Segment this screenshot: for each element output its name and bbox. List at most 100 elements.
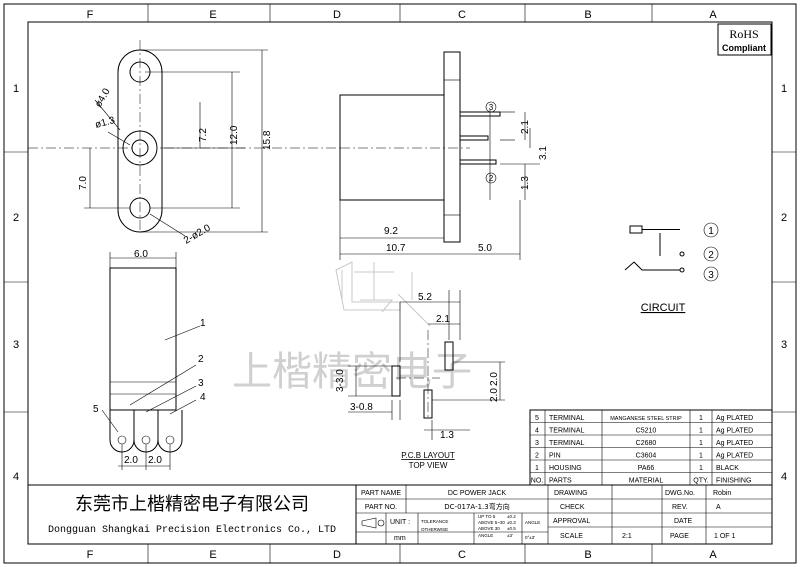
part-no-label: PART NO. [365, 504, 397, 511]
dim-pitch2: 12.0 [229, 125, 240, 145]
bom-cell: 1 [535, 465, 539, 472]
watermark-text: 上楷精密电子 [232, 349, 472, 395]
bom-cell: 1 [699, 415, 703, 422]
col-label: F [87, 9, 94, 21]
pcb-slot-1 [444, 341, 454, 371]
bom-cell: 1 [699, 465, 703, 472]
pcb-dim-3-0-8: 3-0.8 [350, 402, 373, 413]
date-label: DATE [674, 518, 692, 525]
flange [443, 51, 461, 243]
col-label: C [458, 9, 466, 21]
tol-line-1: UP TO 5 [478, 514, 496, 519]
rev: A [716, 504, 721, 511]
front-view: ø4.0 ø1.3 7.2 12.0 15.8 7.0 2-ø2.0 [28, 40, 340, 247]
bottom-view: 6.0 2.0 2.0 1 2 3 4 5 [93, 249, 206, 470]
bom-cell: Ag PLATED [716, 415, 753, 422]
bom-cell: Ag PLATED [716, 453, 753, 460]
dim-pitch-a: 2.0 [124, 455, 138, 466]
callout-2: 2 [489, 174, 494, 183]
bom-cell: 5 [535, 415, 539, 422]
tol-val-2: ±0.3 [507, 520, 516, 525]
dim-9-2: 9.2 [384, 226, 398, 237]
approval-label: APPROVAL [553, 518, 590, 525]
title-block-text: 东莞市上楷精密电子有限公司 Dongguan Shangkai Precisio… [48, 490, 736, 542]
part-no: DC-017A-1.3弯方向 [444, 502, 509, 511]
circuit-label: CIRCUIT [641, 302, 686, 314]
pcb-title: P.C.B LAYOUT [401, 451, 455, 460]
tol-line-2: ABOVE 5~30 [478, 520, 505, 525]
terminal-3 [459, 111, 501, 117]
tol-val-4: ±3' [507, 533, 513, 538]
column-labels: F E D C B A F E D C B A [87, 9, 718, 561]
bom-cell: PARTS [549, 478, 572, 485]
dim-pin-dia: ø1.3 [94, 115, 117, 131]
angle-label: ANGLE [525, 520, 540, 525]
dim-lower: 7.0 [78, 176, 89, 190]
row-label: 2 [781, 212, 787, 224]
bom-cell: NO. [531, 478, 544, 485]
callout-3: 3 [489, 103, 494, 112]
bom-cell: Ag PLATED [716, 428, 753, 435]
dim-3-1: 3.1 [538, 146, 549, 160]
bom-cell: C2680 [636, 440, 657, 447]
col-label: B [584, 549, 591, 561]
dim-hole-dia: ø4.0 [93, 86, 113, 109]
bom-cell: PA66 [638, 465, 655, 472]
row-label: 2 [13, 212, 19, 224]
bom-cell: 4 [535, 428, 539, 435]
bom-cell: QTY. [693, 478, 708, 485]
bom-cell: TERMINAL [549, 440, 585, 447]
circuit-diagram: 1 2 3 CIRCUIT [624, 222, 719, 314]
bom-cell: 1 [699, 428, 703, 435]
callout-4: 4 [200, 392, 206, 403]
callout-2-circle [485, 172, 497, 184]
pcb-dim-1-3: 1.3 [440, 430, 454, 441]
drawing-label: DRAWING [554, 490, 588, 497]
pcb-dim-2-0-b: 2.0 [489, 388, 500, 402]
rev-label: REV. [672, 504, 688, 511]
bom-cell: C5210 [636, 428, 657, 435]
part-name: DC POWER JACK [448, 490, 507, 497]
rohs-badge: RoHS Compliant [717, 23, 772, 56]
callout-1: 1 [200, 318, 206, 329]
unit-label: UNIT : [390, 519, 410, 526]
dim-height: 15.8 [262, 130, 273, 150]
bom-cell: 1 [699, 453, 703, 460]
bom-cell: BLACK [716, 465, 739, 472]
bom-cell: TERMINAL [549, 415, 585, 422]
terminal-2 [459, 159, 497, 165]
row-label: 4 [781, 471, 787, 483]
otherwise-label: OTHERWISE [421, 527, 448, 532]
tol-val-1: ±0.2 [507, 514, 516, 519]
watermark: 上楷精密电子 [232, 261, 472, 395]
col-label: E [209, 549, 216, 561]
bom-cell: MANGANESE STEEL STRIP [610, 416, 682, 422]
scale-label: SCALE [560, 533, 583, 540]
col-label: C [458, 549, 466, 561]
bom-cell: 2 [535, 453, 539, 460]
pcb-dim-3-3-0: 3-3.0 [335, 369, 346, 392]
angle-value: 0°±3' [525, 535, 535, 540]
tol-val-3: ±0.5 [507, 526, 516, 531]
bom-cell: Ag PLATED [716, 440, 753, 447]
company-name-cn: 东莞市上楷精密电子有限公司 [75, 494, 309, 515]
circuit-pin-2: 2 [708, 250, 714, 261]
bom-cell: HOUSING [549, 465, 582, 472]
callout-5: 5 [93, 404, 99, 415]
row-label: 3 [13, 339, 19, 351]
unit: mm [394, 535, 406, 542]
tolerance-label: TOLERANCE [421, 519, 448, 524]
page-label: PAGE [670, 533, 689, 540]
rohs-compliant-text: Compliant [722, 43, 766, 53]
callout-3: 3 [198, 378, 204, 389]
row-label: 3 [781, 339, 787, 351]
outer-border [3, 3, 797, 564]
col-label: B [584, 9, 591, 21]
tol-line-3: ABOVE 30 [478, 526, 500, 531]
dim-pitch1: 7.2 [198, 128, 209, 142]
pcb-slot-2 [391, 365, 401, 397]
jack-pin [131, 139, 149, 157]
tol-line-4: ANGLE [478, 533, 493, 538]
